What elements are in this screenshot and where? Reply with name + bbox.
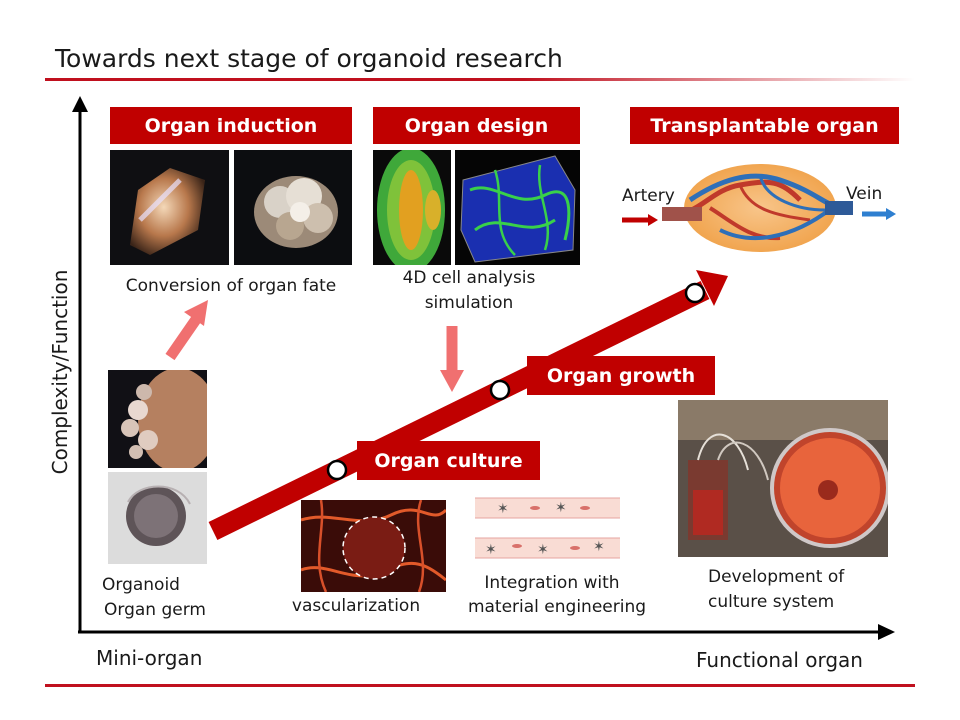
caption-culture-2: culture system	[708, 592, 835, 612]
vein-label: Vein	[846, 184, 883, 204]
svg-text:✶: ✶	[593, 539, 605, 555]
induction-photo-2	[234, 150, 352, 265]
design-arrow-head	[440, 370, 464, 392]
y-axis-arrowhead	[72, 96, 88, 112]
x-axis-left-label: Mini-organ	[96, 646, 203, 670]
banner-organ-culture: Organ culture	[357, 441, 540, 480]
marker-growth	[489, 379, 511, 401]
culture-system-photo	[678, 400, 888, 557]
vein-tube	[825, 201, 853, 215]
progress-arrow-head	[696, 270, 728, 306]
caption-conversion: Conversion of organ fate	[125, 276, 337, 296]
organoid-photo-buds	[108, 370, 207, 468]
marker-transplant	[684, 282, 706, 304]
artery-tube	[662, 207, 702, 221]
induction-arrow-head	[184, 300, 208, 326]
material-strips: ✶ ✶ ✶ ✶ ✶	[475, 497, 620, 559]
title-underline	[45, 78, 915, 81]
caption-organoid-1: Organoid	[102, 575, 180, 595]
artery-label: Artery	[622, 186, 675, 206]
vascularization-photo	[301, 500, 446, 592]
y-axis-label: Complexity/Function	[48, 269, 72, 475]
caption-culture-1: Development of	[708, 567, 845, 587]
banner-organ-induction: Organ induction	[110, 107, 352, 144]
svg-text:✶: ✶	[485, 542, 497, 558]
svg-text:✶: ✶	[555, 500, 567, 516]
progress-arrow-shaft	[208, 281, 710, 540]
x-axis-arrowhead	[878, 624, 895, 640]
caption-cell-analysis-2: simulation	[424, 293, 514, 313]
design-photo-2	[455, 150, 580, 265]
organ-vessel-diagram	[622, 164, 896, 252]
footer-rule	[45, 684, 915, 687]
caption-cell-analysis-1: 4D cell analysis	[402, 268, 536, 288]
slide-title: Towards next stage of organoid research	[55, 44, 563, 73]
caption-vascularization: vascularization	[291, 596, 421, 616]
banner-organ-growth: Organ growth	[527, 356, 715, 395]
svg-text:✶: ✶	[497, 501, 509, 517]
design-photo-1	[373, 150, 451, 265]
organoid-photo-sphere	[108, 472, 207, 564]
induction-photo-1	[110, 150, 229, 265]
induction-arrow-shaft	[165, 314, 202, 361]
svg-text:✶: ✶	[537, 542, 549, 558]
banner-transplantable-organ: Transplantable organ	[630, 107, 899, 144]
caption-integration-1: Integration with	[484, 573, 620, 593]
caption-organoid-2: Organ germ	[104, 600, 206, 620]
x-axis-right-label: Functional organ	[696, 648, 863, 672]
marker-culture	[326, 459, 348, 481]
banner-organ-design: Organ design	[373, 107, 580, 144]
caption-integration-2: material engineering	[467, 597, 647, 617]
